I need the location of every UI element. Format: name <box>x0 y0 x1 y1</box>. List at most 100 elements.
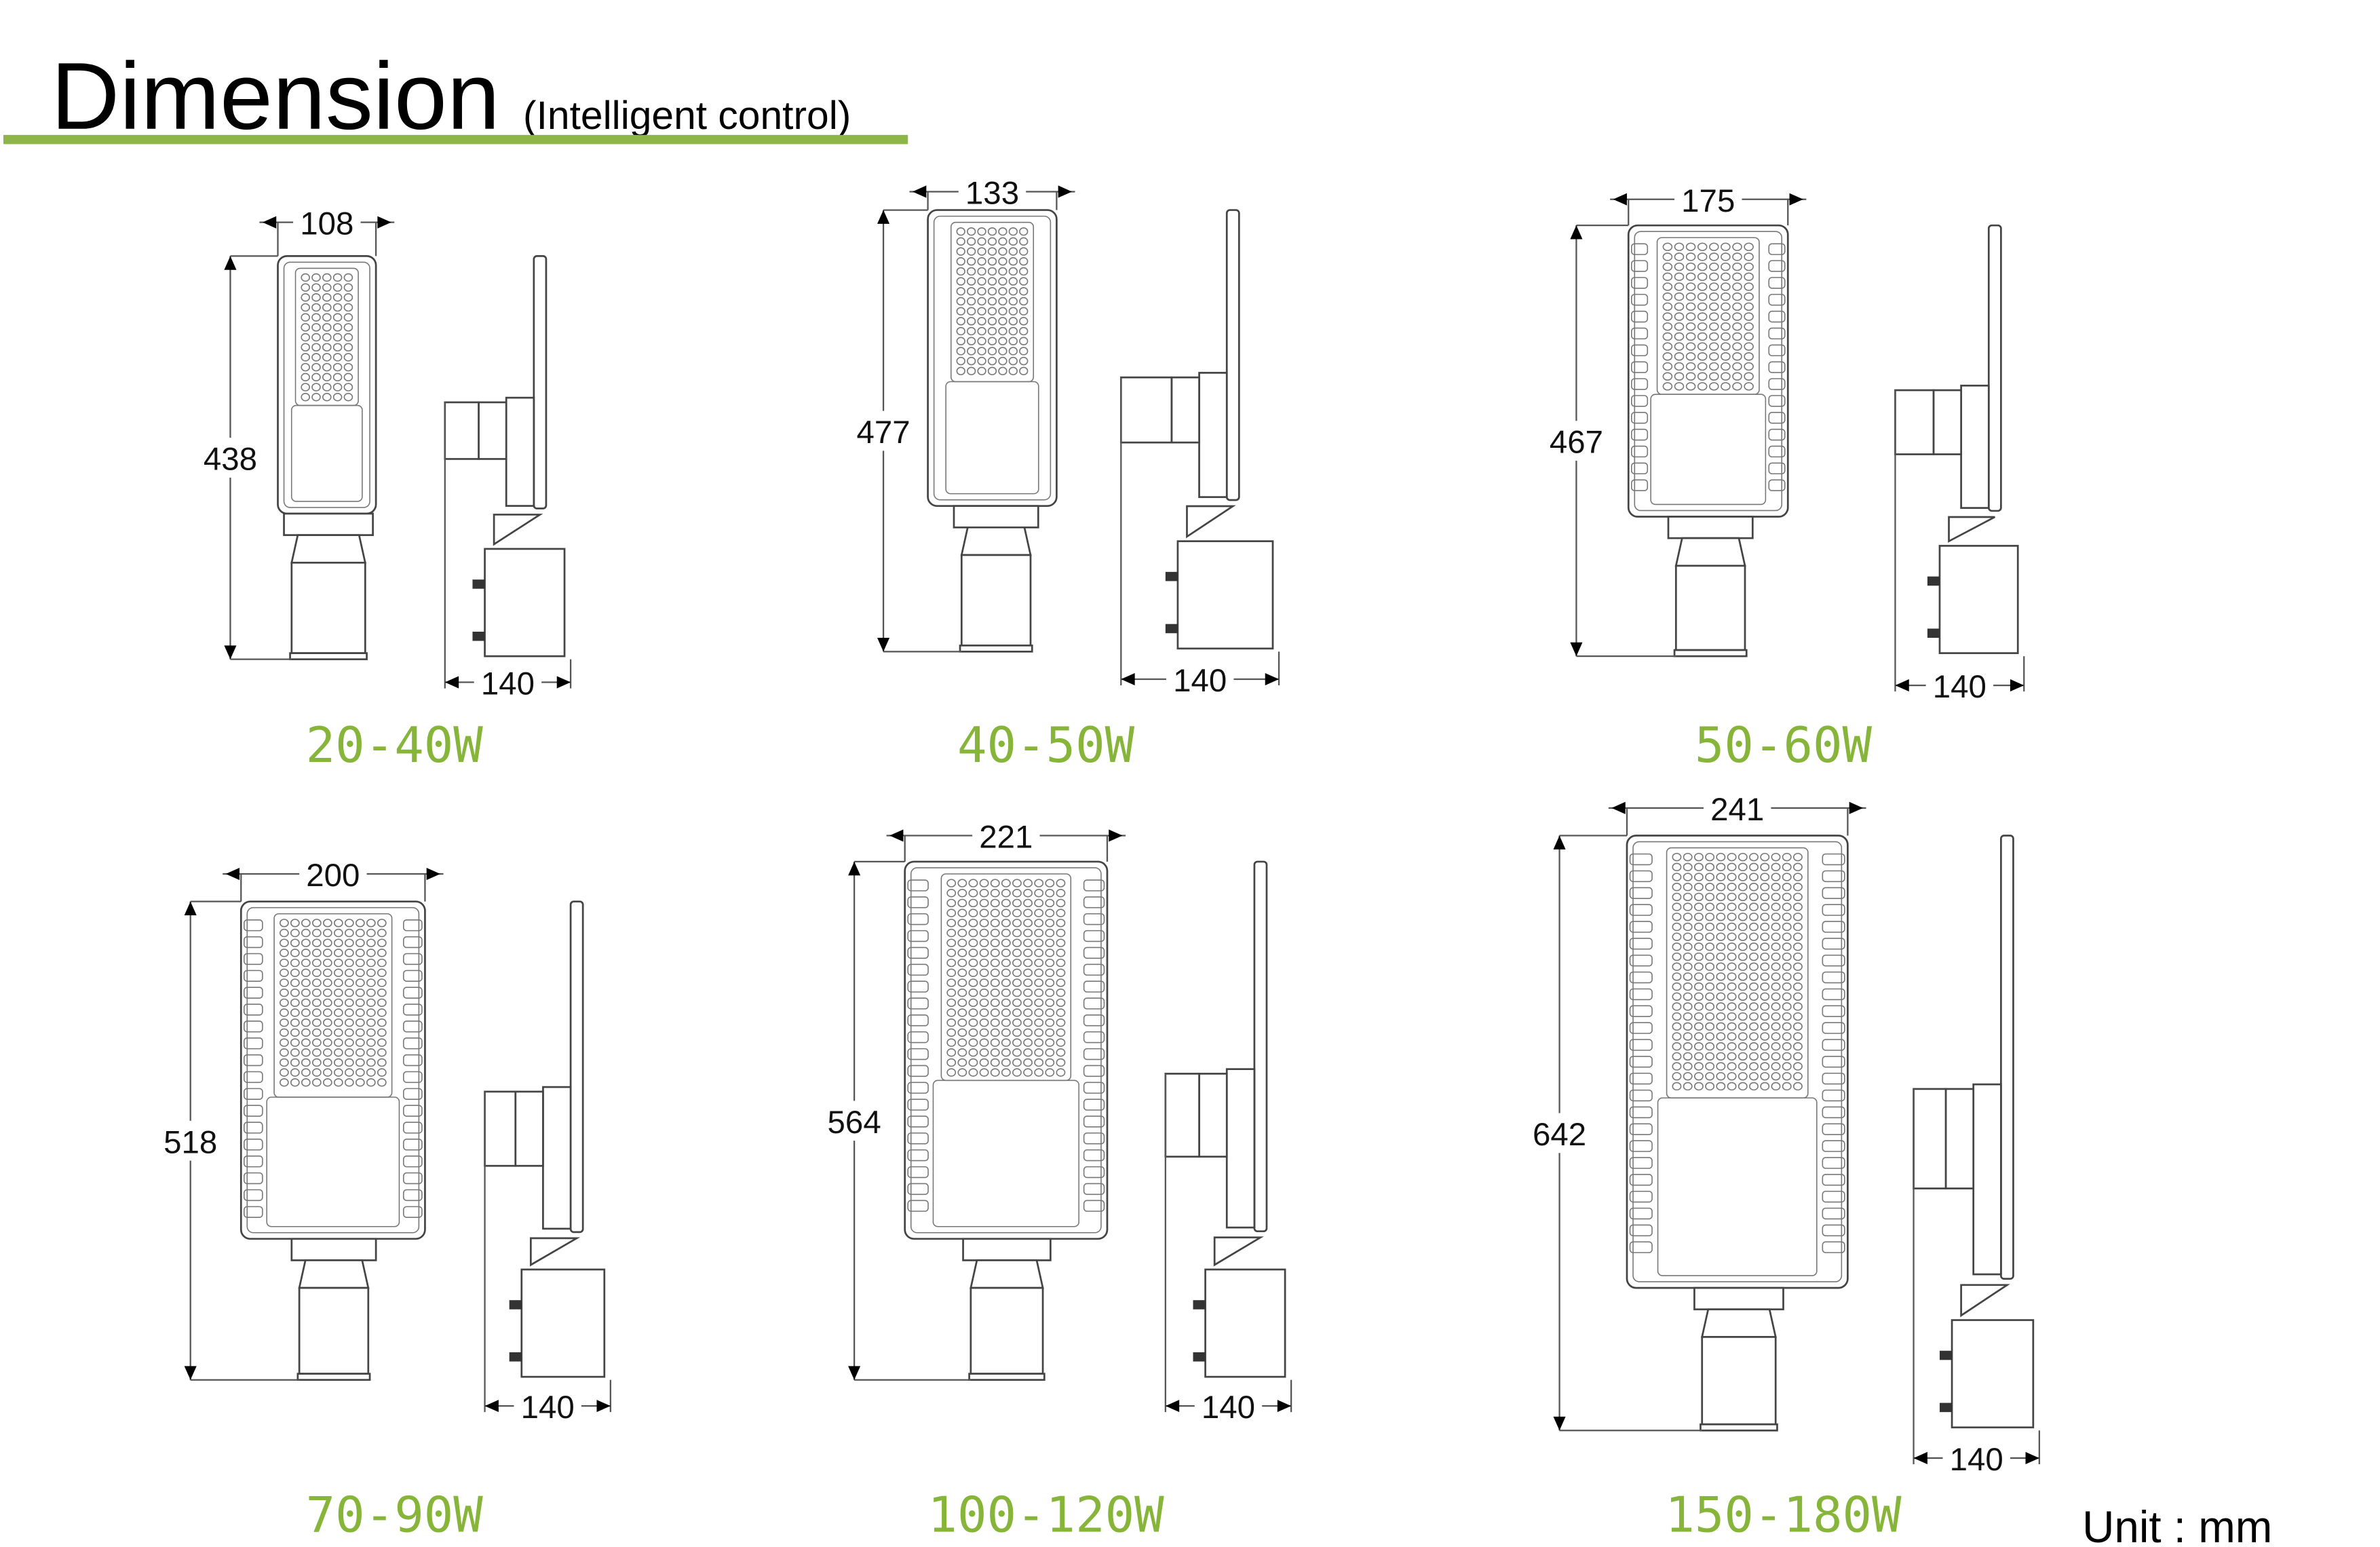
led-lens <box>1749 892 1759 902</box>
led-lens <box>968 909 978 917</box>
cooling-fin <box>243 1071 263 1084</box>
led-lens <box>1008 227 1018 236</box>
led-lens <box>1716 992 1726 1001</box>
dimension-arrow <box>1570 642 1583 657</box>
led-lens <box>1744 262 1754 271</box>
led-lens <box>1023 898 1033 908</box>
led-lens <box>946 928 957 938</box>
led-lens <box>1683 932 1693 941</box>
led-lens <box>343 332 353 342</box>
led-lens <box>366 958 376 968</box>
led-lens <box>377 1028 387 1037</box>
led-lens <box>1738 922 1748 932</box>
mount-bracket <box>283 512 374 536</box>
led-lens <box>1771 942 1781 951</box>
driver-cover <box>1657 1097 1818 1276</box>
led-lens <box>1674 252 1685 261</box>
led-lens <box>1001 889 1011 898</box>
led-lens <box>1732 302 1742 311</box>
led-lens <box>1683 1032 1693 1041</box>
led-lens <box>1045 1018 1055 1027</box>
led-lens <box>1674 262 1685 271</box>
led-lens <box>290 1028 300 1037</box>
smart-controller <box>1913 1088 1947 1189</box>
led-lens <box>979 978 989 987</box>
led-lens <box>1792 862 1803 872</box>
led-lens <box>279 978 289 987</box>
led-lens <box>322 283 332 292</box>
led-lens <box>1738 873 1748 881</box>
led-lens <box>1662 242 1673 252</box>
side-pole-adapter <box>484 548 566 657</box>
led-lens <box>1782 1012 1792 1021</box>
cooling-fin <box>243 1155 263 1168</box>
led-lens <box>301 949 311 957</box>
cooling-fin <box>1630 327 1649 340</box>
led-lens <box>1056 1038 1066 1047</box>
led-lens <box>1792 902 1803 911</box>
cooling-fin <box>1630 294 1649 306</box>
led-lens <box>1792 972 1803 981</box>
led-lens <box>1716 883 1726 892</box>
led-lens <box>290 1018 300 1027</box>
led-lens <box>990 998 1000 1008</box>
led-lens <box>333 978 343 987</box>
led-lens <box>1744 342 1754 351</box>
led-lens <box>344 919 354 928</box>
led-lens <box>301 332 311 342</box>
led-lens <box>1672 972 1682 981</box>
dimension-arrow <box>224 645 237 660</box>
led-lens <box>322 949 332 957</box>
cooling-fin <box>403 1122 423 1134</box>
led-lens <box>1662 382 1673 391</box>
led-lens <box>1683 1022 1693 1031</box>
led-lens <box>1738 892 1748 902</box>
led-lens <box>355 928 365 938</box>
led-lens <box>322 919 332 928</box>
led-lens <box>1685 362 1696 371</box>
led-lens <box>1685 282 1696 291</box>
led-lens <box>967 267 976 276</box>
led-lens <box>1693 1062 1704 1071</box>
led-lens <box>1792 1052 1803 1061</box>
cooling-fin <box>1822 921 1845 933</box>
led-lens <box>1760 1032 1770 1041</box>
bolt-icon <box>1193 1300 1206 1310</box>
led-lens <box>333 1058 343 1067</box>
led-lens <box>1716 862 1726 872</box>
led-lens <box>1782 852 1792 862</box>
led-lens <box>333 1068 343 1077</box>
led-lens <box>1732 342 1742 351</box>
led-lens <box>1034 919 1044 928</box>
led-lens <box>1760 972 1770 981</box>
led-lens <box>290 938 300 947</box>
led-lens <box>1662 312 1673 321</box>
led-lens <box>987 356 997 366</box>
led-lens <box>1662 262 1673 271</box>
led-lens <box>968 1068 978 1077</box>
led-lens <box>322 293 332 302</box>
led-lens <box>377 1068 387 1077</box>
pole-adapter-base <box>289 652 368 661</box>
led-lens <box>1709 372 1719 381</box>
led-lens <box>1749 873 1759 881</box>
led-lens <box>1034 1028 1044 1037</box>
pole-adapter-base <box>296 1373 371 1381</box>
led-lens <box>311 393 321 402</box>
led-lens <box>1034 1008 1044 1017</box>
led-lens <box>1001 1068 1011 1077</box>
led-lens <box>979 949 989 957</box>
led-lens <box>998 287 1007 296</box>
led-lens <box>1012 1038 1022 1047</box>
led-lens <box>956 287 965 296</box>
side-housing <box>1972 1083 2002 1276</box>
cooling-fin <box>1629 921 1653 933</box>
cooling-fin <box>1822 853 1845 866</box>
led-lens <box>1709 302 1719 311</box>
led-lens <box>301 383 311 391</box>
led-lens <box>946 988 957 997</box>
cooling-fin <box>1768 344 1786 357</box>
led-lens <box>1727 873 1737 881</box>
led-lens <box>1705 942 1715 951</box>
